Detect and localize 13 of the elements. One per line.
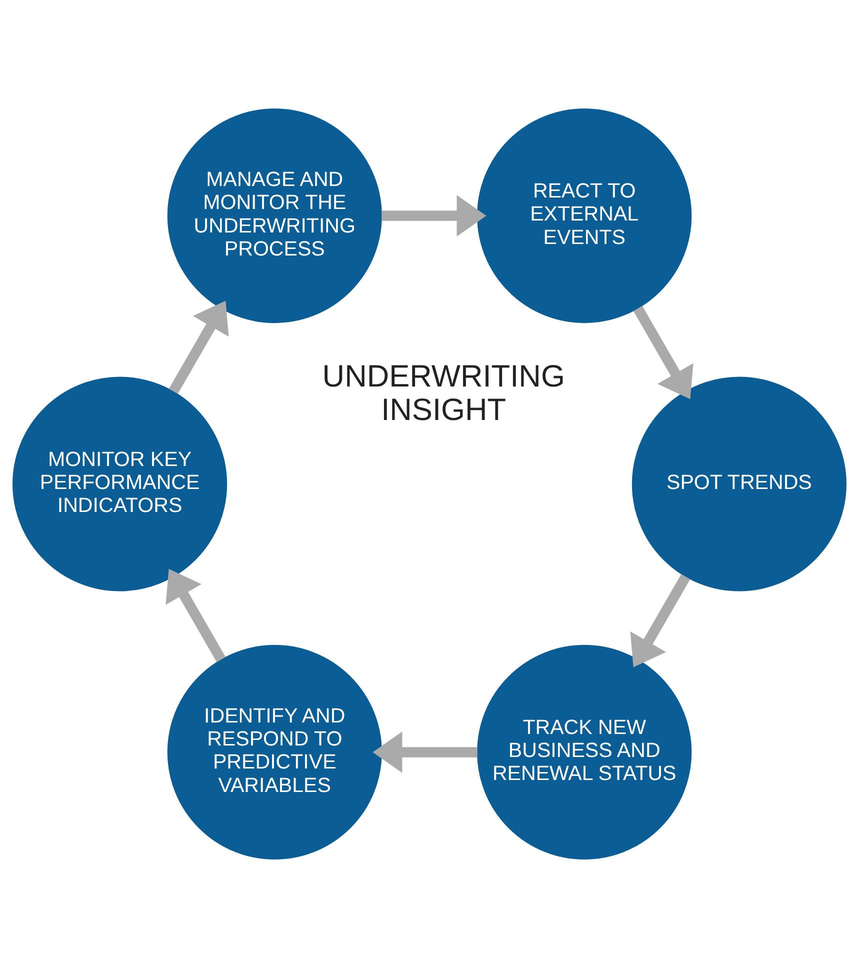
arrow [633,306,694,400]
label: UNDERWRITING INSIGHT [322,358,565,428]
node-circle: TRACK NEW BUSINESS AND RENEWAL STATUS [477,644,692,860]
node-circle: MONITOR KEY PERFORMANCE INDICATORS [12,376,228,592]
node-circle: REACT TO EXTERNAL EVENTS [477,108,692,324]
arrow [630,574,690,668]
arrow [168,300,229,394]
arrow [382,195,486,236]
arrow [372,732,478,773]
node-circle: IDENTIFY AND RESPOND TO PREDICTIVE VARIABLES [167,644,382,860]
node-circle: SPOT TRENDS [632,376,846,592]
node-circle: MANAGE AND MONITOR THE UNDERWRITING PROCESS [167,108,382,324]
arrow [166,568,226,662]
